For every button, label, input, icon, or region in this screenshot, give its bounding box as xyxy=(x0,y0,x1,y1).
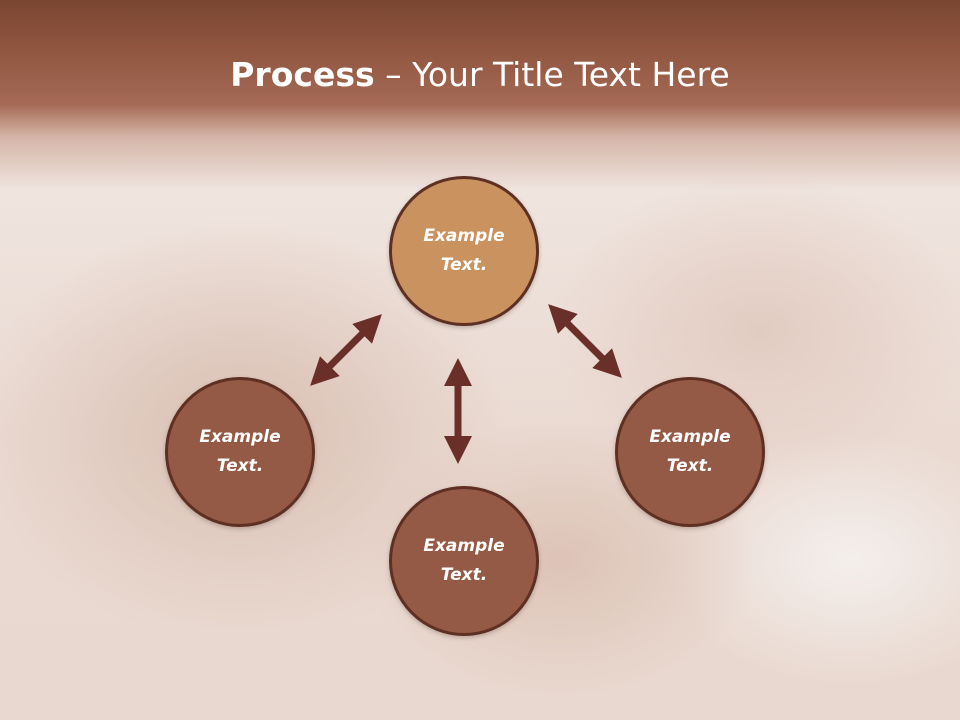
double-arrow-icon xyxy=(310,314,382,386)
process-step-top[interactable]: Example Text. xyxy=(389,176,539,326)
process-step-right[interactable]: Example Text. xyxy=(615,377,765,527)
step-text-line: Text. xyxy=(440,255,488,275)
step-text-line: Example xyxy=(423,536,505,556)
step-text-line: Example xyxy=(199,427,281,447)
title-bold: Process xyxy=(230,55,375,94)
step-text: Example Text. xyxy=(635,423,745,481)
step-text-line: Text. xyxy=(440,565,488,585)
double-arrow-icon xyxy=(548,304,622,378)
title-banner xyxy=(0,0,960,190)
step-text: Example Text. xyxy=(409,222,519,280)
step-text-line: Example xyxy=(423,226,505,246)
step-text-line: Example xyxy=(649,427,731,447)
slide-title[interactable]: Process – Your Title Text Here xyxy=(0,52,960,98)
title-rest: – Your Title Text Here xyxy=(374,55,730,94)
process-step-bottom[interactable]: Example Text. xyxy=(389,486,539,636)
step-text: Example Text. xyxy=(185,423,295,481)
step-text: Example Text. xyxy=(409,532,519,590)
step-text-line: Text. xyxy=(216,456,264,476)
step-text-line: Text. xyxy=(666,456,714,476)
process-step-left[interactable]: Example Text. xyxy=(165,377,315,527)
